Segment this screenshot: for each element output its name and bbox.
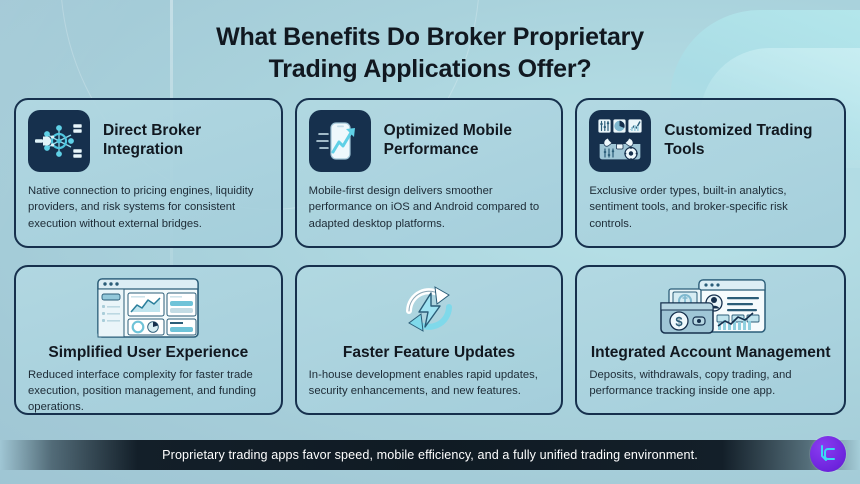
card-header: Customized Trading Tools xyxy=(589,110,832,172)
card-description: Reduced interface complexity for faster … xyxy=(28,368,256,414)
brand-logo-badge[interactable] xyxy=(810,436,846,472)
benefit-card-simplified-user-experience[interactable]: Simplified User Experience Reduced inter… xyxy=(14,265,283,415)
benefit-card-direct-broker-integration[interactable]: Direct Broker Integration Native connect… xyxy=(14,98,283,248)
card-description: Exclusive order types, built-in analytic… xyxy=(589,185,788,230)
card-icon-wrap xyxy=(309,276,550,342)
card-title: Simplified User Experience xyxy=(48,344,249,361)
network-plug-icon xyxy=(28,110,90,172)
benefit-card-integrated-account-management[interactable]: $ Integrated Account Management Deposits… xyxy=(575,265,846,415)
card-title: Integrated Account Management xyxy=(590,344,831,361)
refresh-lightning-icon xyxy=(406,286,452,332)
card-title: Faster Feature Updates xyxy=(342,344,516,361)
card-title: Customized Trading Tools xyxy=(664,122,813,158)
brand-logo-icon xyxy=(821,445,835,461)
dashboard-window-icon xyxy=(97,278,200,338)
card-title: Optimized Mobile Performance xyxy=(383,122,512,158)
page-title-line-1: What Benefits Do Broker Proprietary xyxy=(216,23,644,51)
card-description: In-house development enables rapid updat… xyxy=(308,368,538,397)
svg-text:$: $ xyxy=(675,314,683,329)
phone-growth-arrow-icon xyxy=(308,110,371,172)
benefits-row-top: Direct Broker Integration Native connect… xyxy=(14,98,846,248)
toolbox-analytics-icon xyxy=(589,110,652,172)
footer-banner: Proprietary trading apps favor speed, mo… xyxy=(0,440,860,470)
benefit-card-optimized-mobile-performance[interactable]: Optimized Mobile Performance Mobile-firs… xyxy=(294,98,564,248)
page-title-line-2: Trading Applications Offer? xyxy=(268,54,592,83)
card-description: Mobile-first design delivers smoother pe… xyxy=(308,185,540,230)
card-icon-wrap: $ xyxy=(589,276,832,342)
benefit-card-faster-feature-updates[interactable]: Faster Feature Updates In-house developm… xyxy=(294,265,564,415)
card-header: Optimized Mobile Performance xyxy=(308,110,550,172)
wallet-dashboard-icon: $ xyxy=(659,279,766,334)
card-icon-wrap xyxy=(28,276,269,342)
footer-text: Proprietary trading apps favor speed, mo… xyxy=(162,448,698,462)
card-header: Direct Broker Integration xyxy=(28,110,269,172)
card-description: Deposits, withdrawals, copy trading, and… xyxy=(589,368,792,397)
benefit-card-customized-trading-tools[interactable]: Customized Trading Tools Exclusive order… xyxy=(575,98,846,248)
card-description: Native connection to pricing engines, li… xyxy=(28,185,254,230)
benefits-row-bottom: Simplified User Experience Reduced inter… xyxy=(14,265,846,415)
page-title: What Benefits Do Broker Proprietary Trad… xyxy=(0,22,860,86)
card-title: Direct Broker Integration xyxy=(103,122,202,158)
